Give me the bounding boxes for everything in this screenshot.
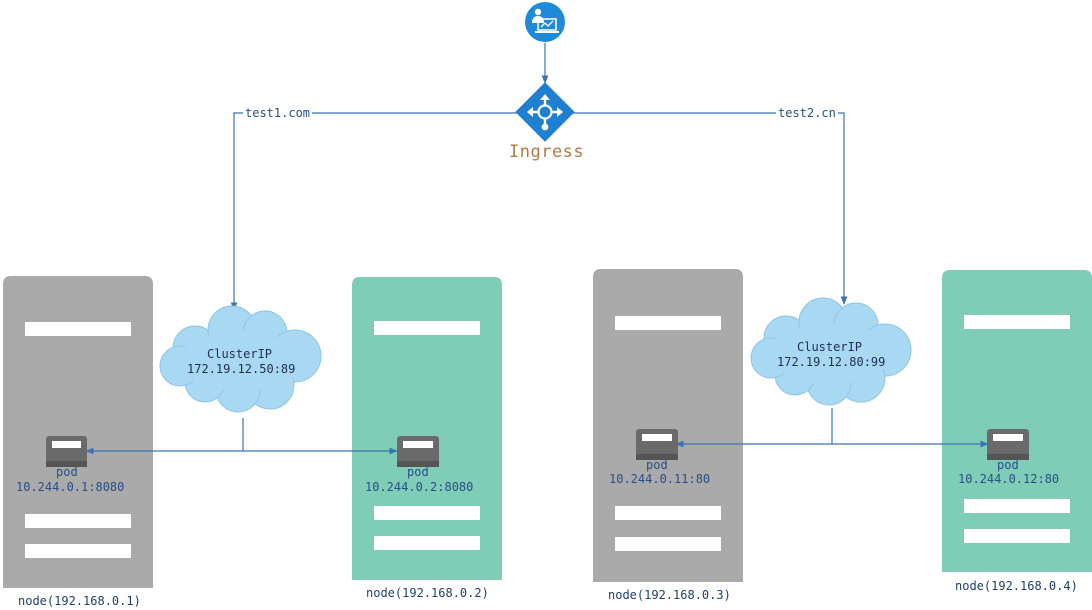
node-server-4 [942,270,1092,572]
node-label: node(192.168.0.4) [955,579,1078,593]
pod-icon [636,429,678,460]
ingress-label: Ingress [509,142,585,162]
pod-icon [397,436,439,467]
node-label: node(192.168.0.2) [366,586,489,600]
pod-address-label: 10.244.0.11:80 [609,472,711,486]
route-edge-test2 [573,112,848,305]
node-server-3 [593,269,743,582]
service-type-label: ClusterIP [207,347,273,361]
node-server-1 [3,276,153,588]
pod-icon [46,436,87,467]
pod-label: pod [56,465,78,479]
node-label: node(192.168.0.1) [18,594,141,608]
load-balancer-icon [515,82,575,142]
route-label-test1: test1.com [243,106,313,120]
pod-icon [987,429,1029,460]
client-icon [525,2,565,42]
route-edge-test1 [230,112,517,311]
service-address-label: 172.19.12.80:99 [777,355,886,369]
pod-label: pod [997,458,1019,472]
service-type-label: ClusterIP [797,340,863,354]
pod-address-label: 10.244.0.2:8080 [365,480,474,494]
pod-address-label: 10.244.0.12:80 [958,472,1060,486]
pod-label: pod [407,465,429,479]
node-server-2 [352,277,502,580]
clusterip-cloud-2 [750,297,912,406]
pod-address-label: 10.244.0.1:8080 [16,480,125,494]
clusterip-cloud-1 [159,305,322,413]
pod-label: pod [646,458,668,472]
route-label-test2: test2.cn [776,106,838,120]
node-label: node(192.168.0.3) [608,588,731,602]
service-address-label: 172.19.12.50:89 [187,362,296,376]
